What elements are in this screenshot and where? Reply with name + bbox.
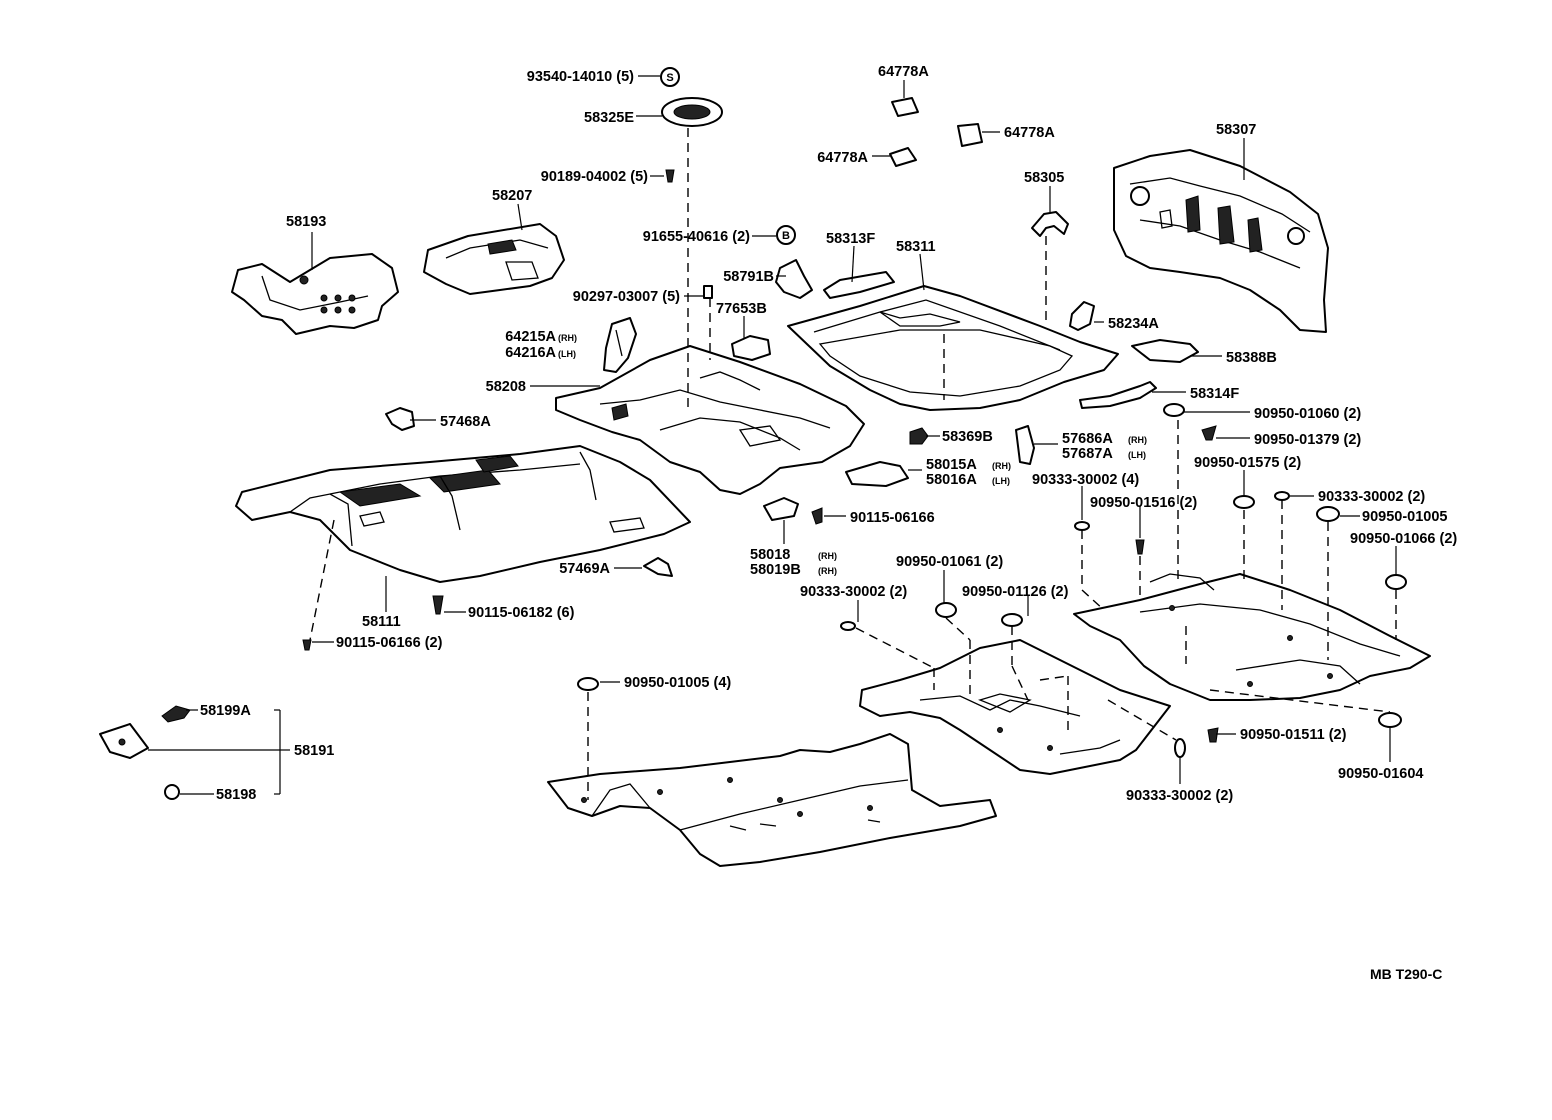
symbol-b: B <box>782 230 790 242</box>
callout-64215A: 64215A <box>505 329 556 345</box>
assembly-lines <box>309 128 1397 800</box>
callout-58369B: 58369B <box>942 429 993 445</box>
callout-58325E: 58325E <box>584 110 634 126</box>
callout-58791B: 58791B <box>723 269 774 285</box>
callout-58018: 58018 <box>750 547 790 563</box>
part-mid-carpet <box>859 639 1171 775</box>
callout-90950-01604: 90950-01604 <box>1338 766 1423 782</box>
callout-90333-30002-2a: 90333-30002 (2) <box>1318 489 1425 505</box>
callout-90950-01066: 90950-01066 (2) <box>1350 531 1457 547</box>
callout-58313F: 58313F <box>826 231 875 247</box>
callout-90189-04002: 90189-04002 (5) <box>541 169 648 185</box>
callout-90333-30002-2b: 90333-30002 (2) <box>800 584 907 600</box>
part-57468A-clip <box>385 407 415 431</box>
part-58369B-clip <box>909 427 929 445</box>
callout-57686A: 57686A <box>1062 431 1113 447</box>
part-58208-tunnel-insulator <box>555 345 865 495</box>
callout-58016A: 58016A <box>926 472 977 488</box>
callout-90115-06166: 90115-06166 <box>850 510 935 526</box>
diagram-code: MB T290-C <box>1370 966 1442 982</box>
part-58388B-bracket <box>1131 339 1199 363</box>
part-58314F-strap <box>1079 381 1157 409</box>
callout-90950-01511: 90950-01511 (2) <box>1240 727 1347 743</box>
fasteners: S B <box>302 67 1407 758</box>
part-64778A-pads <box>889 97 983 167</box>
part-58018-58019B <box>763 497 799 521</box>
part-58305-bracket <box>1031 211 1069 237</box>
part-58307-rear-panel <box>1113 149 1329 333</box>
callout-90950-01005: 90950-01005 <box>1362 509 1447 525</box>
side-mark-58016A: (LH) <box>992 476 1010 486</box>
callout-57469A: 57469A <box>559 561 610 577</box>
callout-90950-01126: 90950-01126 (2) <box>962 584 1069 600</box>
callout-58234A: 58234A <box>1108 316 1159 332</box>
callout-64778A-top: 64778A <box>878 64 929 80</box>
symbol-b-circle <box>776 225 796 245</box>
callout-77653B: 77653B <box>716 301 767 317</box>
part-58193-insulator <box>231 253 399 335</box>
callout-93540-14010: 93540-14010 (5) <box>527 69 634 85</box>
callout-58305: 58305 <box>1024 170 1064 186</box>
leader-lines <box>148 75 1397 795</box>
callout-58193: 58193 <box>286 214 326 230</box>
part-rear-carpet <box>1073 573 1431 701</box>
part-58791B-bracket <box>775 259 813 299</box>
callout-90297-03007: 90297-03007 (5) <box>573 289 680 305</box>
callout-58198: 58198 <box>216 787 256 803</box>
callout-58311: 58311 <box>896 239 936 255</box>
side-mark-64216A: (LH) <box>558 349 576 359</box>
callout-58111: 58111 <box>362 614 401 630</box>
callout-58208: 58208 <box>486 379 526 395</box>
part-57469A-clip <box>643 557 673 577</box>
side-mark-57687A: (LH) <box>1128 450 1146 460</box>
symbol-s: S <box>666 72 673 84</box>
callout-64778A-left: 64778A <box>817 150 868 166</box>
part-58325E-cover <box>661 97 723 127</box>
callout-90950-01575: 90950-01575 (2) <box>1194 455 1301 471</box>
callout-57687A: 57687A <box>1062 446 1113 462</box>
part-58311-rear-floor <box>787 271 1119 411</box>
part-77653B-bracket <box>731 335 771 361</box>
callout-90950-01060: 90950-01060 (2) <box>1254 406 1361 422</box>
part-58234A-clip <box>1069 301 1095 331</box>
callout-90333-30002-4: 90333-30002 (4) <box>1032 472 1139 488</box>
part-58015A-58016A <box>845 461 909 487</box>
callout-58199A: 58199A <box>200 703 251 719</box>
part-57686A-57687A <box>1015 425 1035 465</box>
side-mark-57686A: (RH) <box>1128 435 1147 445</box>
callout-58388B: 58388B <box>1226 350 1277 366</box>
callout-91655-40616: 91655-40616 (2) <box>643 229 750 245</box>
callout-57468A: 57468A <box>440 414 491 430</box>
symbol-s-circle <box>660 67 680 87</box>
part-64215A-64216A <box>603 317 637 373</box>
callout-64778A-right: 64778A <box>1004 125 1055 141</box>
part-58111-front-floor <box>235 445 691 583</box>
side-mark-58015A: (RH) <box>992 461 1011 471</box>
callout-90333-30002-2c: 90333-30002 (2) <box>1126 788 1233 804</box>
callout-58307: 58307 <box>1216 122 1256 138</box>
callout-58314F: 58314F <box>1190 386 1239 402</box>
callout-labels: 93540-14010 (5) 58325E 90189-04002 (5) 5… <box>200 64 1457 982</box>
callout-90950-01061: 90950-01061 (2) <box>896 554 1003 570</box>
callout-90950-01516: 90950-01516 (2) <box>1090 495 1197 511</box>
callout-58207: 58207 <box>492 188 532 204</box>
callout-90115-06182: 90115-06182 (6) <box>468 605 575 621</box>
callout-58015A: 58015A <box>926 457 977 473</box>
side-mark-58019B: (RH) <box>818 566 837 576</box>
side-mark-64215A: (RH) <box>558 333 577 343</box>
part-58207-insulator <box>423 223 565 295</box>
callout-90115-06166-2: 90115-06166 (2) <box>336 635 443 651</box>
callout-58019B: 58019B <box>750 562 801 578</box>
side-mark-58018: (RH) <box>818 551 837 561</box>
part-58191-group <box>99 705 191 800</box>
callout-90950-01379: 90950-01379 (2) <box>1254 432 1361 448</box>
callout-90950-01005-4: 90950-01005 (4) <box>624 675 731 691</box>
part-front-carpet <box>547 733 997 867</box>
callout-58191: 58191 <box>294 743 334 759</box>
callout-64216A: 64216A <box>505 345 556 361</box>
